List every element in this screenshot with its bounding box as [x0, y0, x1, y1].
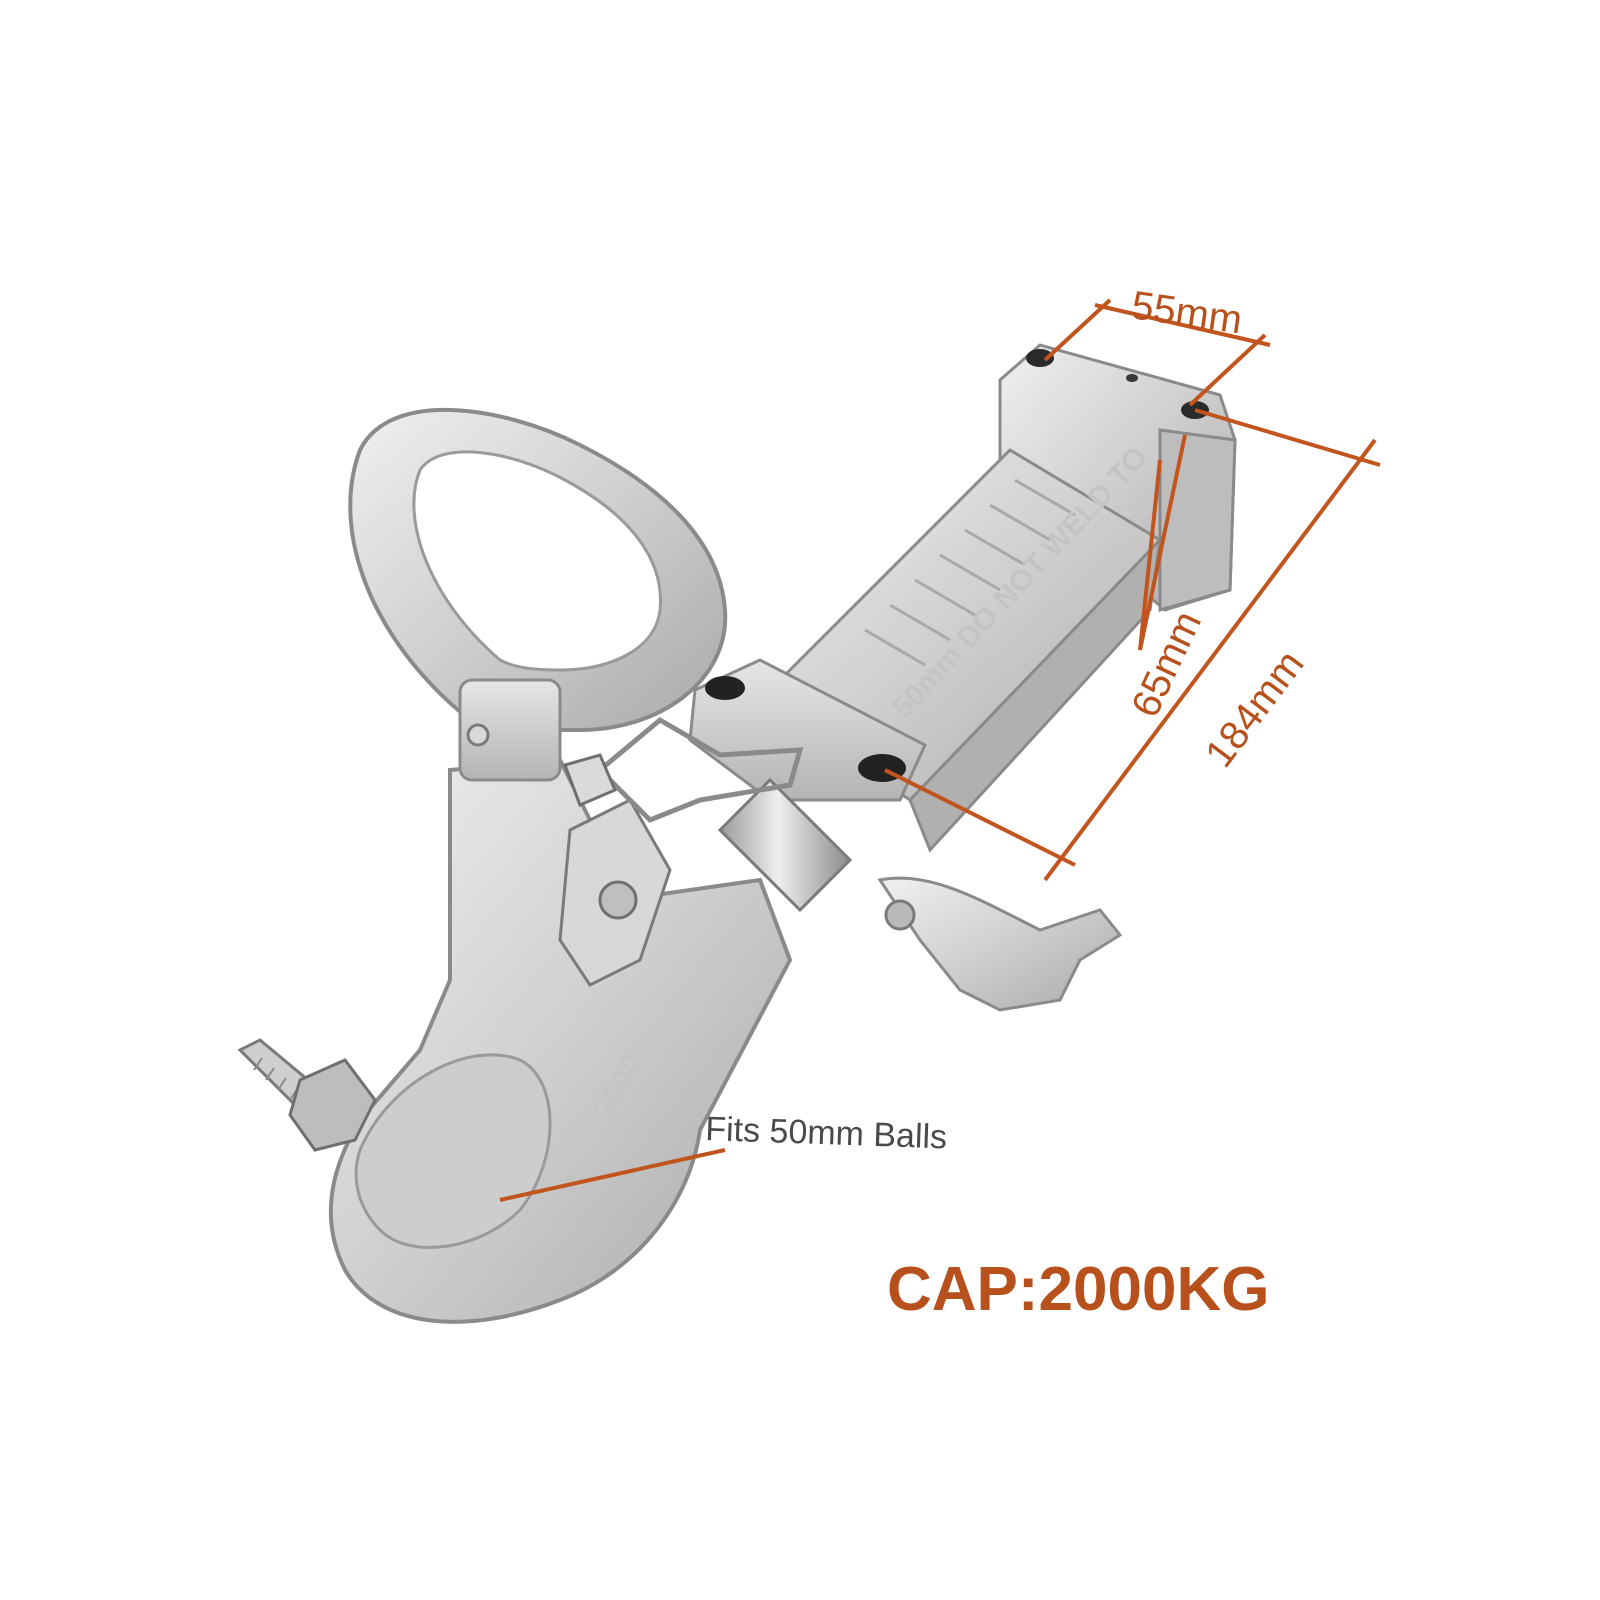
- dimension-label-55mm: 55mm: [1129, 283, 1245, 342]
- front-hole-left: [705, 676, 745, 700]
- latch-pin: [598, 880, 638, 920]
- threaded-bolt: [237, 1038, 377, 1152]
- latch-assembly: [558, 716, 804, 987]
- callout-ball-size: Fits 50mm Balls: [499, 1110, 948, 1202]
- drawbar-ribs: [864, 478, 1076, 667]
- callout-label: Fits 50mm Balls: [705, 1110, 948, 1156]
- brake-bracket: [877, 876, 1123, 1012]
- push-rod: [717, 777, 853, 913]
- mount-hole-left: [1026, 349, 1054, 367]
- dimension-label-184mm: 184mm: [1197, 642, 1312, 775]
- handle-loop: [348, 407, 728, 733]
- capacity-label: CAP:2000KG: [887, 1255, 1269, 1324]
- pivot-bolt: [466, 723, 490, 747]
- coupling-head: 2000: [328, 678, 793, 1324]
- mount-hole-small: [1126, 374, 1138, 382]
- hex-nut: [288, 1058, 377, 1152]
